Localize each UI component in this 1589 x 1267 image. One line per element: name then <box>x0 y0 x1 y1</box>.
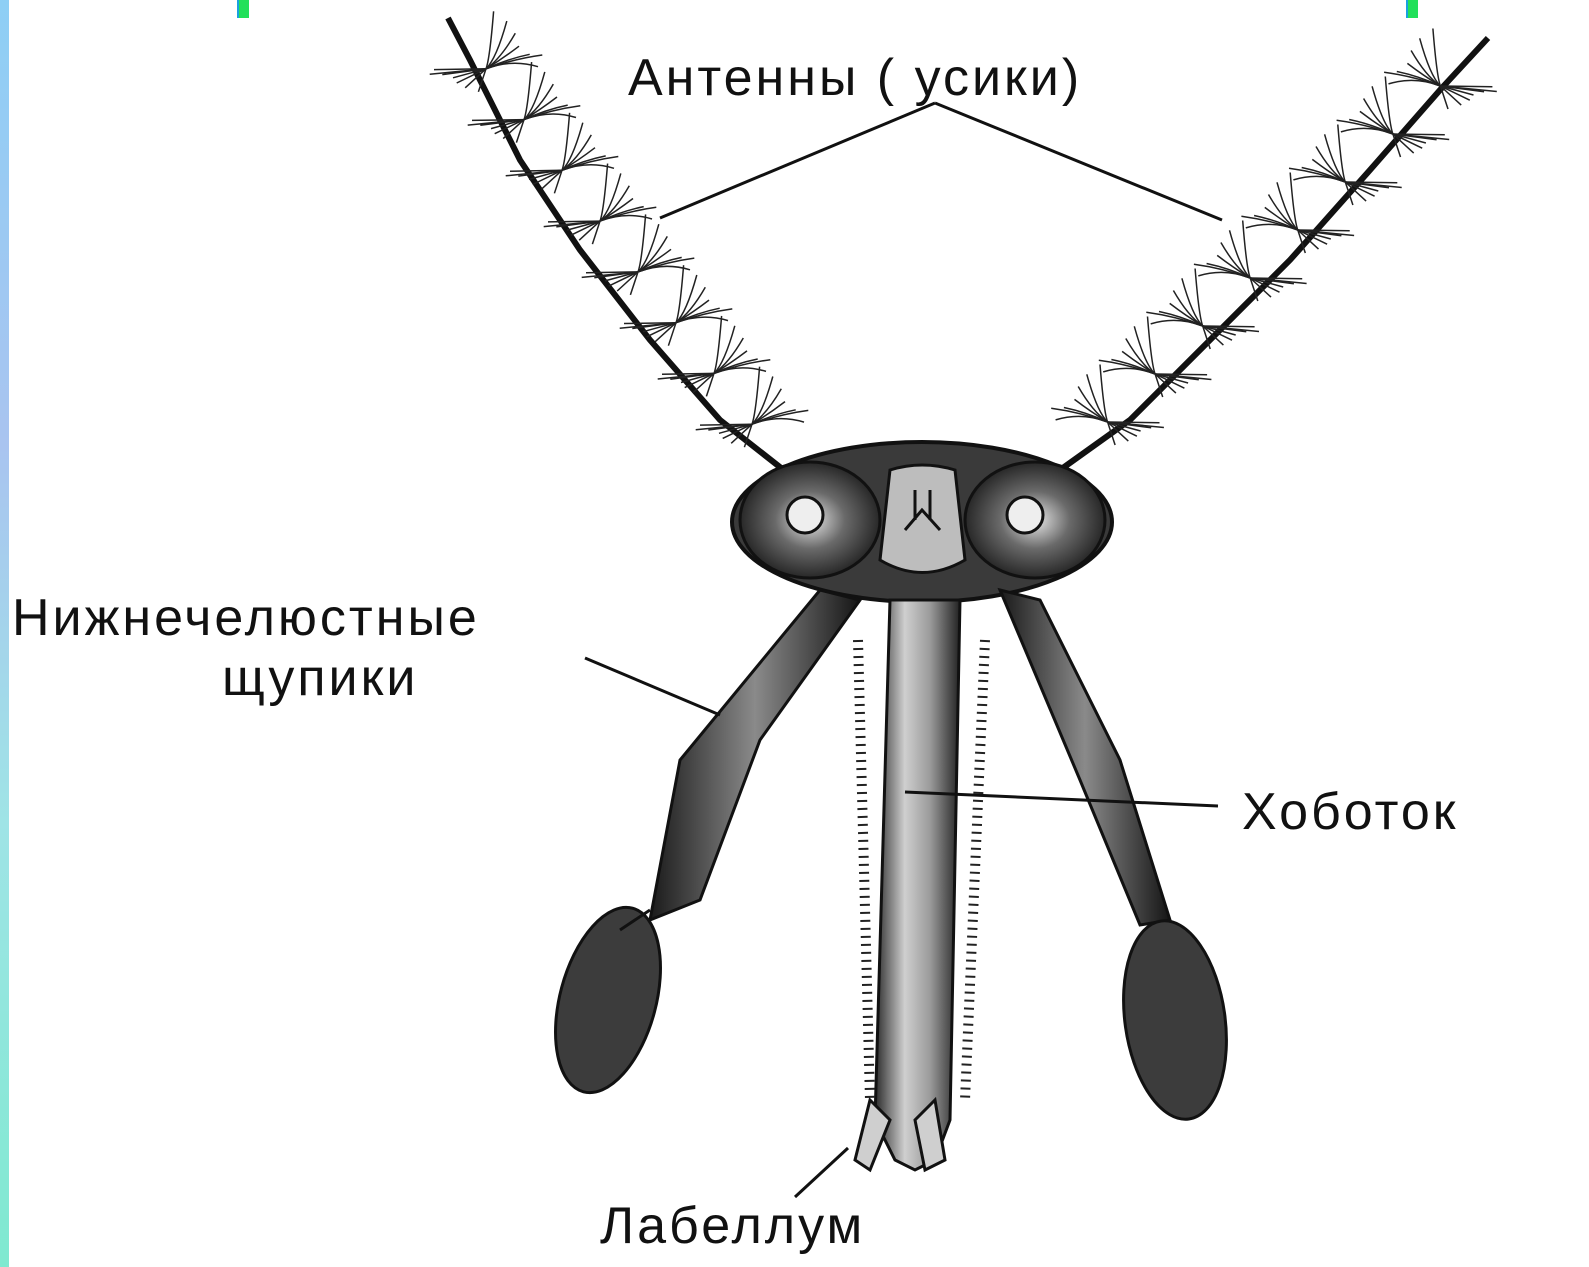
head-capsule <box>732 442 1112 602</box>
labellum-leader <box>795 1148 848 1197</box>
left-palp <box>537 590 860 1104</box>
palps-label-line2: щупики <box>222 652 418 704</box>
palps-label-line1: Нижнечелюстные <box>12 592 480 644</box>
proboscis <box>858 600 985 1170</box>
labellum-label: Лабеллум <box>600 1200 865 1252</box>
right-palp <box>1000 590 1238 1126</box>
antennae-leader-left <box>660 103 935 218</box>
palps-leader <box>585 658 720 715</box>
right-antenna <box>1060 38 1488 470</box>
proboscis-label: Хоботок <box>1242 786 1458 838</box>
antennae-label: Антенны ( усики) <box>628 52 1082 104</box>
antennae-leader-right <box>935 103 1222 220</box>
